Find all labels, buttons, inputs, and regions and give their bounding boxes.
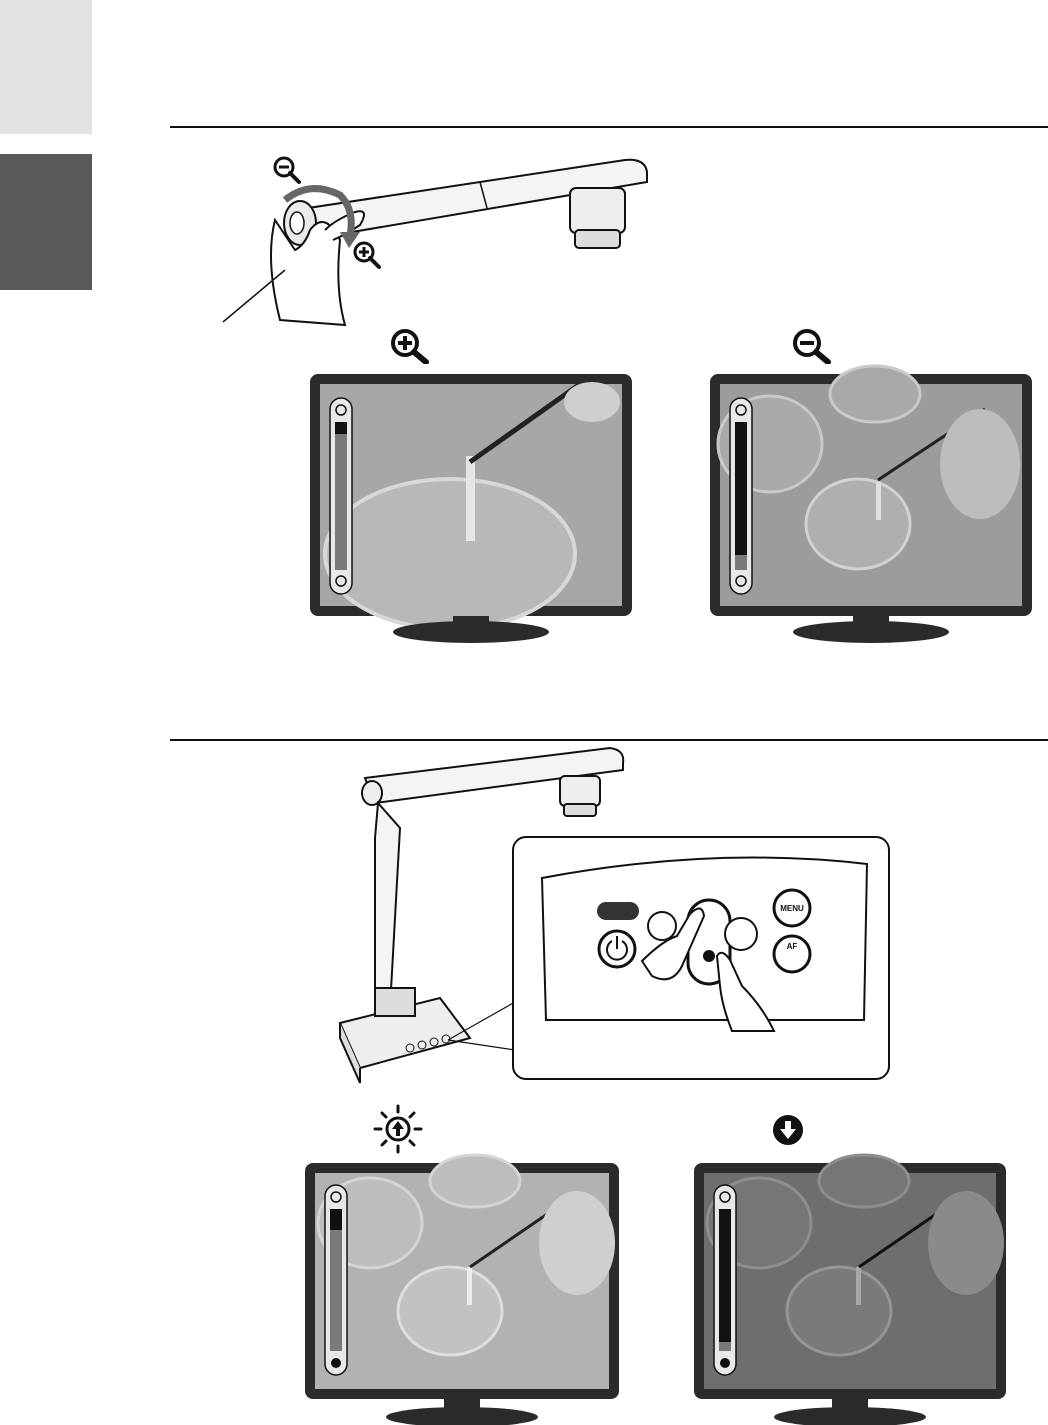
control-panel-closeup — [512, 836, 890, 1080]
brightness-level-fill-1 — [330, 1209, 342, 1230]
section-divider-zoom — [170, 126, 1048, 128]
zoom-in-small-icon — [352, 240, 382, 270]
zoom-level-fill-2 — [735, 422, 747, 555]
chapter-tab-active — [0, 154, 92, 290]
monitor-zoomed-out — [710, 374, 1032, 642]
callout-lines — [440, 1000, 520, 1060]
monitor-darker — [694, 1163, 1006, 1425]
monitor-zoomed-in — [310, 374, 632, 642]
af-button-label: AF — [779, 942, 805, 951]
zoom-level-fill-1 — [335, 422, 347, 434]
arrow-down-circle-icon — [771, 1113, 805, 1147]
chapter-tab-light — [0, 0, 92, 134]
brightness-level-fill-2 — [719, 1209, 731, 1342]
menu-button-label: MENU — [779, 904, 805, 913]
zoom-in-magnifier-icon — [390, 328, 434, 364]
section-divider-brightness — [170, 739, 1048, 741]
brightness-up-sun-icon — [373, 1104, 423, 1154]
zoom-out-small-icon — [272, 155, 302, 185]
monitor-brighter — [305, 1163, 619, 1425]
zoom-out-magnifier-icon — [792, 328, 836, 364]
